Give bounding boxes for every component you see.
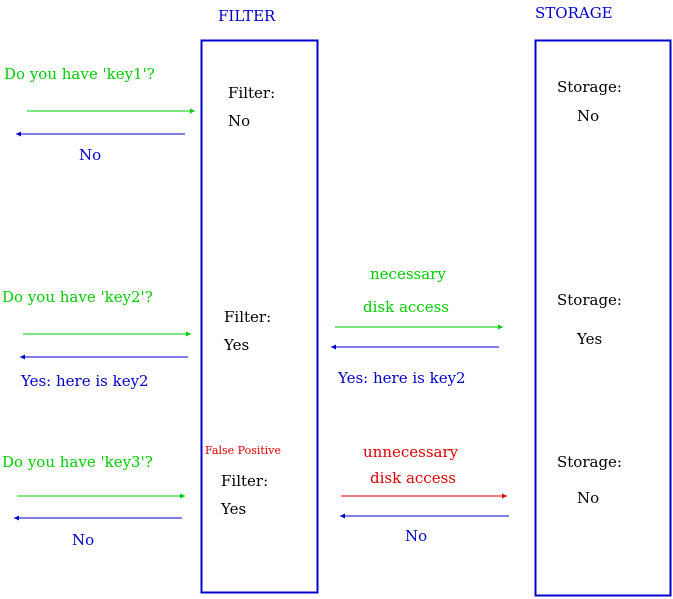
question-key1: Do you have 'key1'? (4, 65, 155, 83)
storage-value-key2: Yes (576, 330, 602, 348)
access-line2-key3: disk access (370, 469, 456, 487)
reply-key1: No (79, 146, 101, 164)
reply-key3: No (72, 531, 94, 549)
storage-header: STORAGE (535, 4, 613, 22)
filter-label-key1: Filter: (228, 84, 275, 102)
question-key3: Do you have 'key3'? (2, 453, 153, 471)
storage-label-key2: Storage: (557, 291, 622, 309)
question-key2: Do you have 'key2'? (2, 288, 153, 306)
filter-value-key3: Yes (220, 500, 246, 518)
storage-label-key3: Storage: (557, 453, 622, 471)
access-line2-key2: disk access (363, 298, 449, 316)
storage-value-key1: No (577, 107, 599, 125)
filter-value-key1: No (228, 112, 250, 130)
filter-label-key3: Filter: (221, 472, 268, 490)
reply-key2: Yes: here is key2 (20, 372, 149, 390)
filter-box (200, 39, 319, 594)
storage-box (534, 39, 672, 597)
filter-value-key2: Yes (223, 336, 249, 354)
access-line1-key2: necessary (370, 265, 446, 283)
storage-label-key1: Storage: (557, 78, 622, 96)
row-key3: Do you have 'key3'? No False Positive Fi… (2, 443, 622, 549)
storage-reply-key2: Yes: here is key2 (337, 369, 466, 387)
row-key2: Do you have 'key2'? Yes: here is key2 Fi… (2, 265, 622, 390)
storage-reply-key3: No (405, 527, 427, 545)
storage-value-key3: No (577, 489, 599, 507)
filter-header: FILTER (218, 7, 276, 25)
access-line1-key3: unnecessary (363, 443, 459, 461)
filter-label-key2: Filter: (224, 308, 271, 326)
row-key1: Do you have 'key1'? No Filter: No Storag… (4, 65, 622, 164)
false-positive-label: False Positive (205, 444, 281, 457)
